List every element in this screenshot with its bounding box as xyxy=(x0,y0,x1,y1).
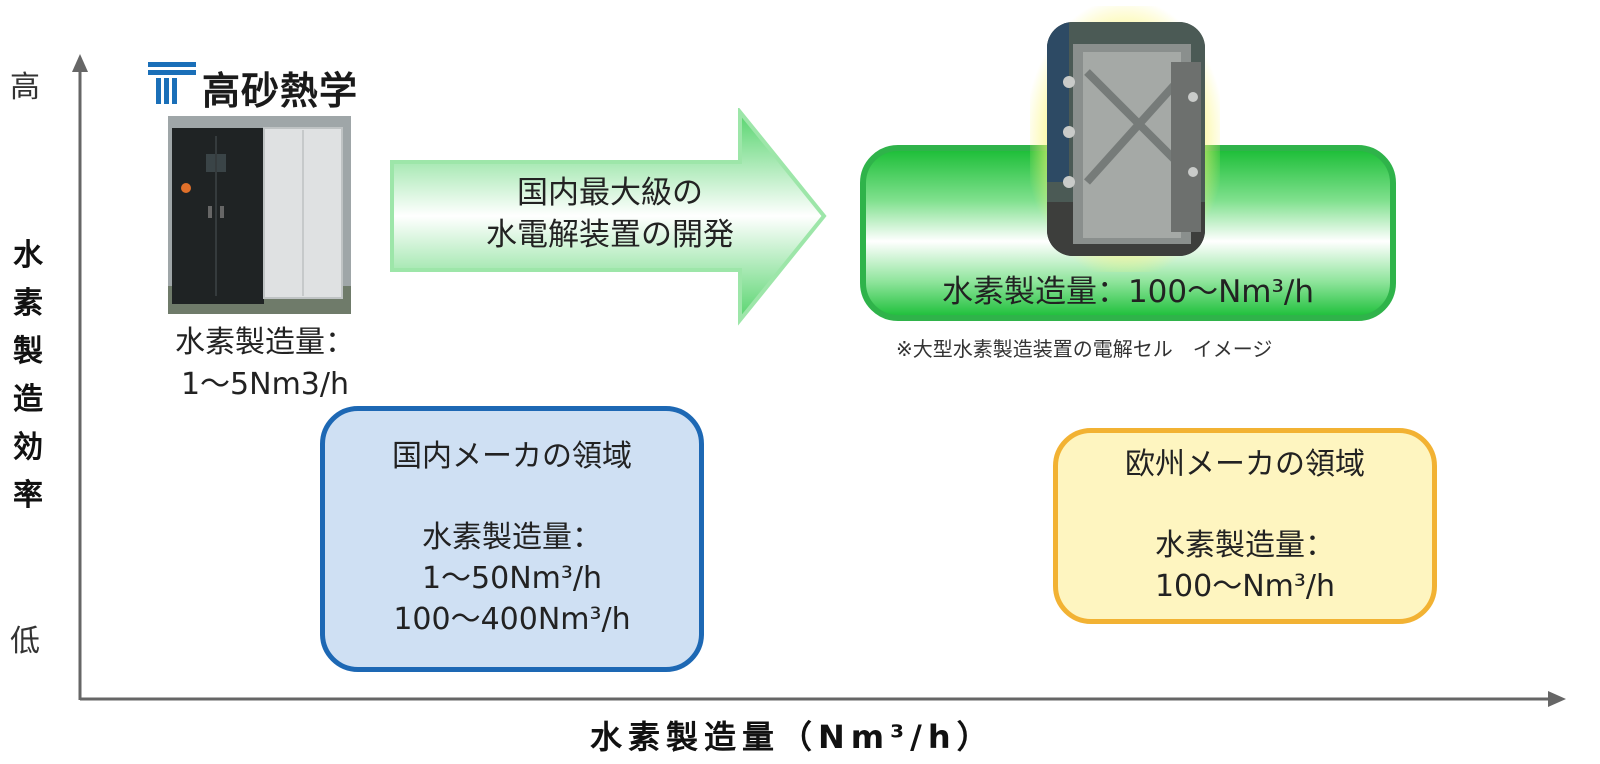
electrolysis-cell-photo xyxy=(1047,22,1205,256)
europe-box-label: 水素製造量： xyxy=(1155,528,1335,563)
development-arrow-text: 国内最大級の 水電解装置の開発 xyxy=(420,172,800,256)
domestic-manufacturer-box: 国内メーカの領域 水素製造量： 1〜50Nm³/h 100〜400Nm³/h xyxy=(320,406,704,672)
small-unit-label-line2: 1〜5Nm3/h xyxy=(180,367,350,402)
company-logo-text: 高砂熱学 xyxy=(202,69,359,113)
y-axis-high-label: 高 xyxy=(10,70,40,105)
y-axis-arrowhead xyxy=(72,54,88,72)
x-axis-title: 水素製造量（Nm³/h） xyxy=(590,718,995,756)
europe-box-range1: 100〜Nm³/h xyxy=(1154,569,1336,604)
arrow-text-line2: 水電解装置の開発 xyxy=(486,217,734,253)
domestic-box-label: 水素製造量： xyxy=(422,520,602,555)
small-unit-label-line1: 水素製造量： xyxy=(175,325,355,360)
europe-box-title: 欧州メーカの領域 xyxy=(1125,447,1365,482)
company-logo-mark xyxy=(148,62,196,104)
electrolysis-cell-caption: ※大型水素製造装置の電解セル イメージ xyxy=(896,337,1273,361)
europe-manufacturer-box: 欧州メーカの領域 水素製造量： 100〜Nm³/h xyxy=(1053,428,1437,624)
x-axis-arrowhead xyxy=(1548,691,1566,707)
y-axis-title: 水素製造効率 xyxy=(13,238,43,513)
domestic-box-range1: 1〜50Nm³/h xyxy=(421,561,603,596)
small-electrolyzer-photo xyxy=(168,116,351,314)
arrow-text-line1: 国内最大級の xyxy=(517,175,703,211)
small-unit-capacity-label: 水素製造量： 1〜5Nm3/h xyxy=(150,322,380,406)
y-axis-low-label: 低 xyxy=(10,624,40,659)
domestic-box-range2: 100〜400Nm³/h xyxy=(393,602,631,637)
large-unit-capacity-label: 水素製造量：100〜Nm³/h xyxy=(941,274,1315,310)
development-arrow xyxy=(390,108,827,326)
domestic-box-title: 国内メーカの領域 xyxy=(392,439,632,474)
